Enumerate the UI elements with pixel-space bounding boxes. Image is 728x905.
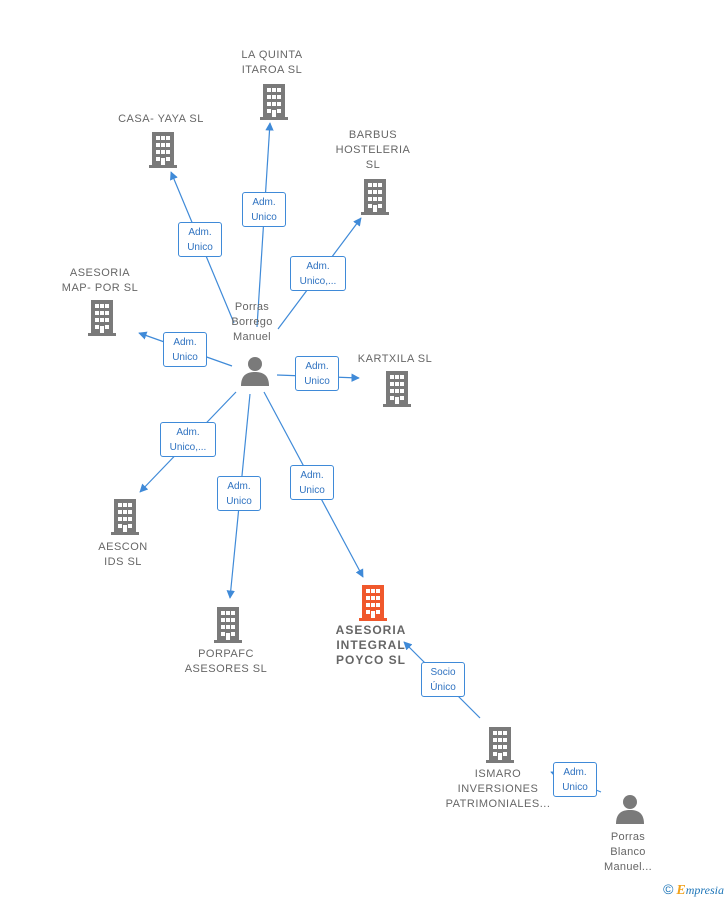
building-icon-asesoria-integral[interactable] [359,585,387,621]
edge-label-aescon[interactable]: Adm. Unico,... [160,422,216,457]
node-label-porras-borrego[interactable]: Porras Borrego Manuel [231,301,273,343]
edge-label-ismaro-integral[interactable]: Socio Único [421,662,465,697]
edge-label-kartxila[interactable]: Adm. Unico [295,356,339,391]
edge-label-barbus[interactable]: Adm. Unico,... [290,256,346,291]
edge-label-la-quinta[interactable]: Adm. Unico [242,192,286,227]
edge-label-porpafc[interactable]: Adm. Unico [217,476,261,511]
edge-label-asesoria-map[interactable]: Adm. Unico [163,332,207,367]
node-label-barbus[interactable]: BARBUS HOSTELERIA SL [335,129,411,171]
node-label-casa-yaya[interactable]: CASA- YAYA SL [118,113,204,125]
edge-label-blanco-ismaro[interactable]: Adm. Unico [553,762,597,797]
building-icon-ismaro[interactable] [486,727,514,763]
building-icon-barbus[interactable] [361,179,389,215]
node-label-aescon[interactable]: AESCON IDS SL [98,541,148,568]
edge-label-casa-yaya[interactable]: Adm. Unico [178,222,222,257]
building-icon-aescon[interactable] [111,499,139,535]
building-icon-kartxila[interactable] [383,371,411,407]
person-icon-porras-borrego[interactable] [241,357,269,386]
node-label-kartxila[interactable]: KARTXILA SL [357,353,433,365]
node-label-porpafc[interactable]: PORPAFC ASESORES SL [184,648,268,675]
building-icon-porpafc[interactable] [214,607,242,643]
node-label-asesoria-integral[interactable]: ASESORIA INTEGRAL POYCO SL [335,623,407,667]
node-label-porras-blanco[interactable]: Porras Blanco Manuel... [604,831,652,873]
node-label-la-quinta[interactable]: LA QUINTA ITAROA SL [241,49,303,76]
copyright-icon: © [663,881,674,897]
node-label-ismaro[interactable]: ISMARO INVERSIONES PATRIMONIALES... [445,768,551,810]
empresia-watermark: ©Empresia [663,881,724,899]
brand-rest: mpresia [685,883,724,897]
person-icon-porras-blanco[interactable] [616,795,644,824]
building-icon-casa-yaya[interactable] [149,132,177,168]
building-icon-asesoria-map[interactable] [88,300,116,336]
brand-initial: E [676,883,686,898]
edge-label-asesoria-integral[interactable]: Adm. Unico [290,465,334,500]
node-label-asesoria-map[interactable]: ASESORIA MAP- POR SL [61,267,139,294]
building-icon-la-quinta[interactable] [260,84,288,120]
